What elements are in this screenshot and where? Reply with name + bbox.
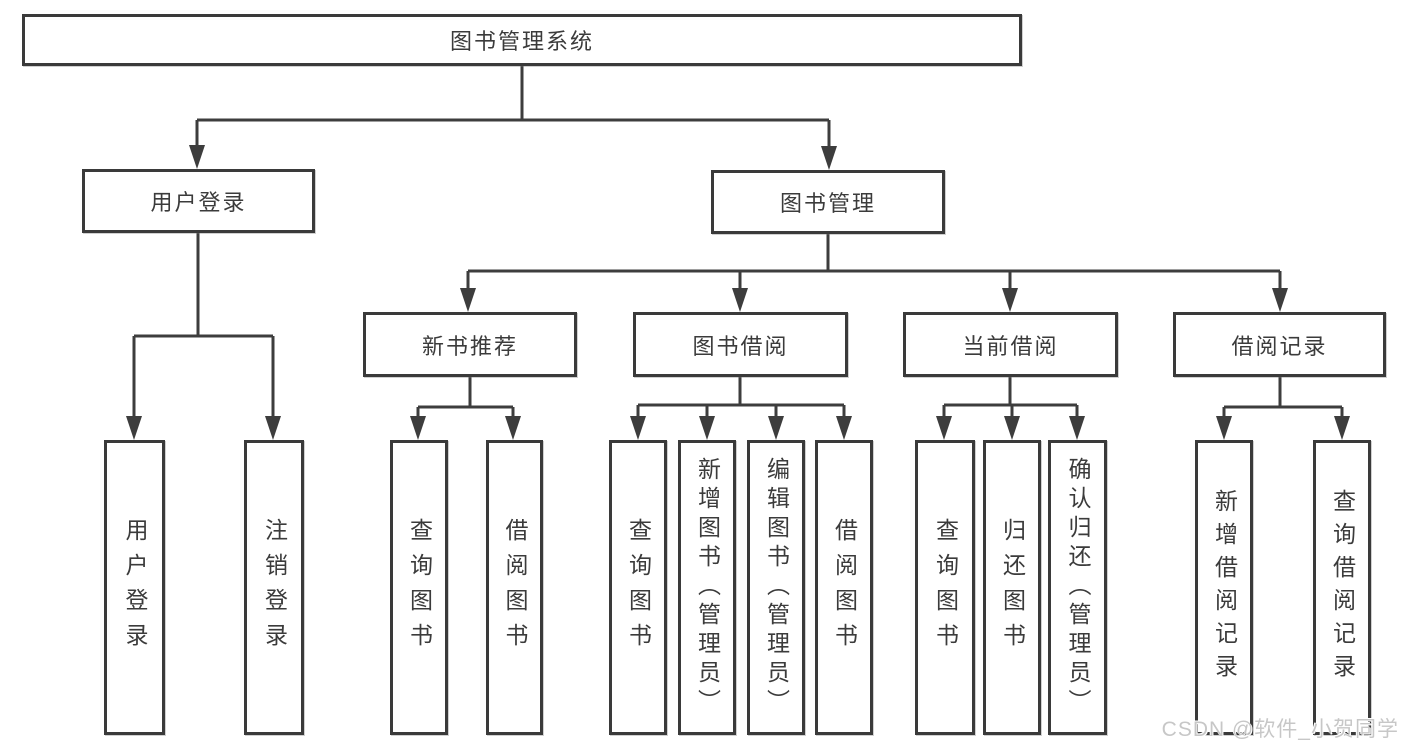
node-book-management: 图书管理	[711, 170, 945, 234]
leaf-borrow-query: 查询图书	[609, 440, 667, 735]
leaf-borrow-add-admin: 新增图书（管理员）	[678, 440, 736, 735]
leaf-record-add: 新增借阅记录	[1195, 440, 1253, 735]
leaf-record-query: 查询借阅记录	[1313, 440, 1371, 735]
leaf-current-query: 查询图书	[915, 440, 975, 735]
node-user-login: 用户登录	[82, 169, 315, 233]
leaf-borrow-borrow: 借阅图书	[815, 440, 873, 735]
leaf-newbook-borrow: 借阅图书	[486, 440, 543, 735]
leaf-borrow-edit-admin: 编辑图书（管理员）	[747, 440, 805, 735]
node-book-borrow: 图书借阅	[633, 312, 848, 377]
leaf-logout: 注销登录	[244, 440, 304, 735]
leaf-user-login: 用户登录	[104, 440, 165, 735]
leaf-current-confirm-admin: 确认归还（管理员）	[1048, 440, 1107, 735]
node-root: 图书管理系统	[22, 14, 1022, 66]
node-current-borrow: 当前借阅	[903, 312, 1118, 377]
leaf-newbook-query: 查询图书	[390, 440, 448, 735]
node-borrow-record: 借阅记录	[1173, 312, 1386, 377]
node-new-book-recommend: 新书推荐	[363, 312, 577, 377]
leaf-current-return: 归还图书	[983, 440, 1041, 735]
arrowheads	[126, 145, 1350, 440]
connector-lines	[132, 66, 1344, 421]
